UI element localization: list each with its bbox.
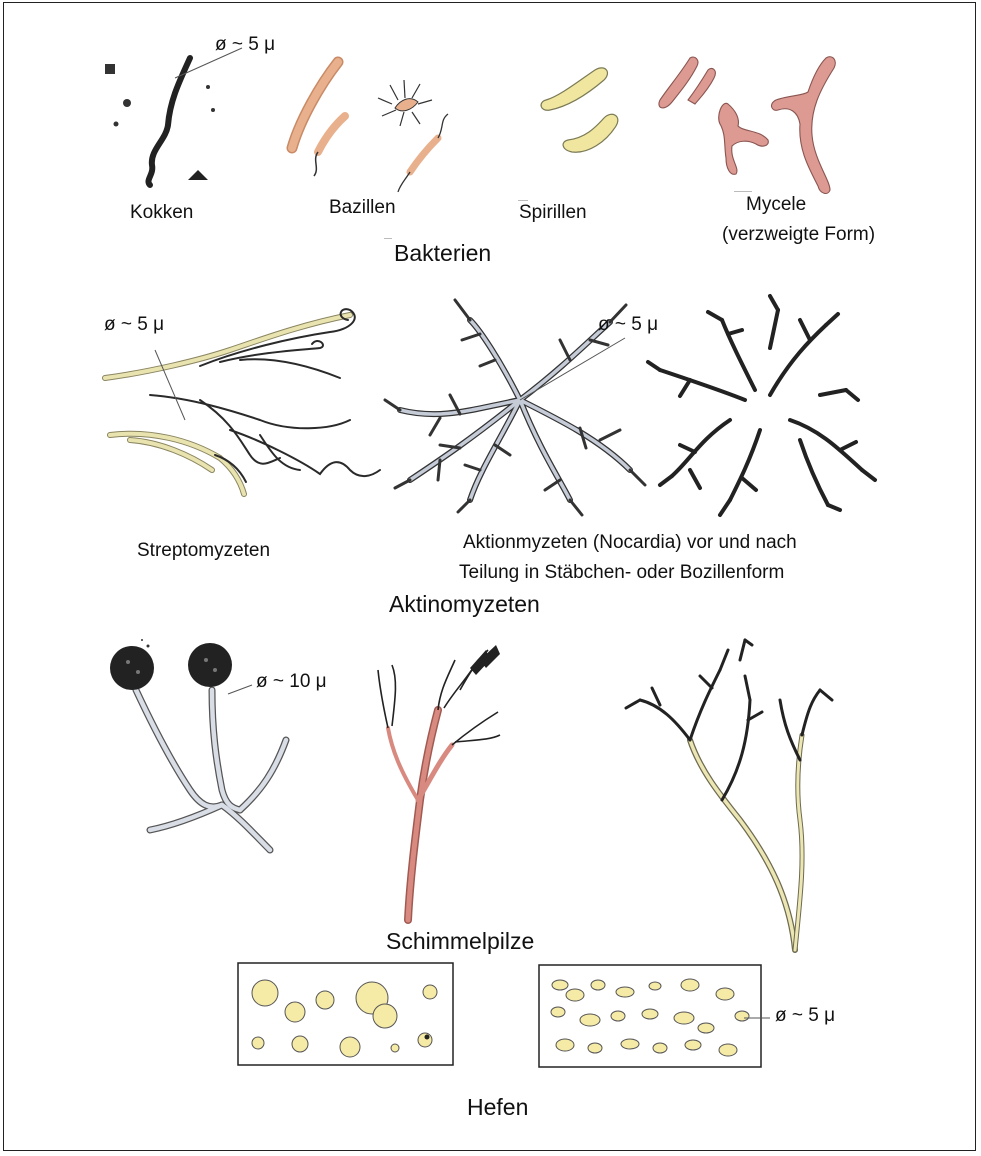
bazillen-label: Bazillen bbox=[329, 197, 396, 219]
yeast-size-label: ø ~ 5 μ bbox=[775, 1005, 835, 1027]
nocardia-size-leader bbox=[520, 338, 625, 400]
yeast-box-right bbox=[539, 965, 761, 1067]
nocardia-label-line1: Aktionmyzeten (Nocardia) vor und nach bbox=[463, 532, 797, 554]
mould-size-leader bbox=[228, 685, 252, 694]
streptomyzeten-drawing bbox=[105, 309, 380, 494]
penicillium-drawing bbox=[378, 645, 500, 920]
nocardia-after-drawing bbox=[648, 296, 875, 515]
aktinomyzeten-title: Aktinomyzeten bbox=[389, 591, 540, 617]
label-tick bbox=[518, 200, 528, 201]
hefen-title: Hefen bbox=[467, 1094, 528, 1120]
schimmelpilze-title: Schimmelpilze bbox=[386, 928, 534, 954]
nocardia-size-label: ø ~ 5 μ bbox=[598, 314, 658, 336]
bazillen-drawing bbox=[292, 62, 448, 192]
strepto-size-leader bbox=[155, 350, 185, 420]
mycele-label: Mycele bbox=[746, 194, 806, 216]
spirillen-label: Spirillen bbox=[519, 202, 587, 224]
nocardia-label-line2: Teilung in Stäbchen- oder Bozillenform bbox=[459, 562, 784, 584]
label-tick bbox=[734, 191, 752, 192]
branched-mould-drawing bbox=[626, 640, 832, 950]
kokken-drawing bbox=[105, 58, 215, 185]
bakterien-title: Bakterien bbox=[394, 240, 491, 266]
strepto-size-label: ø ~ 5 μ bbox=[104, 314, 164, 336]
streptomyzeten-label: Streptomyzeten bbox=[137, 540, 270, 562]
mould-size-label: ø ~ 10 μ bbox=[256, 671, 327, 693]
mycele-drawing bbox=[659, 57, 835, 194]
kokken-size-label: ø ~ 5 μ bbox=[215, 34, 275, 56]
mycele-sublabel: (verzweigte Form) bbox=[722, 224, 875, 246]
label-tick bbox=[384, 238, 392, 239]
yeast-box-left bbox=[238, 963, 453, 1065]
kokken-label: Kokken bbox=[130, 202, 193, 224]
spirillen-drawing bbox=[541, 68, 618, 152]
